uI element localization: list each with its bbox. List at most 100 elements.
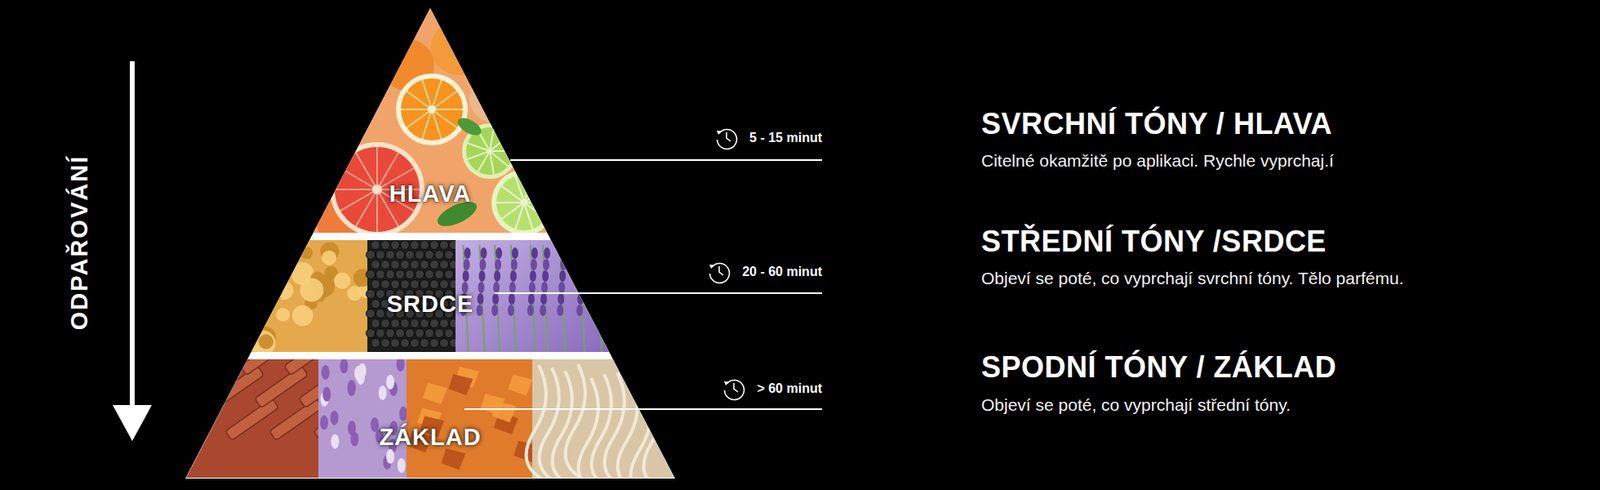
band-art-part: [355, 152, 378, 190]
band-art-part: [366, 328, 376, 338]
band-art-part: [415, 270, 425, 280]
band-art-part: [540, 293, 547, 305]
band-art-part: [467, 151, 490, 160]
leader-line: [464, 408, 823, 410]
band-art-part: [430, 240, 440, 250]
clock-hands: [719, 266, 724, 276]
band-art-part: [508, 293, 516, 305]
band-art-part: [576, 304, 583, 316]
band-art-part: [435, 328, 445, 338]
band-art-part: [496, 201, 525, 204]
arrow-head: [112, 404, 152, 441]
band-art-part: [321, 364, 330, 380]
band-art-part: [386, 374, 395, 390]
band-art-part: [366, 270, 376, 280]
band-art-part: [440, 260, 449, 270]
band-art-part: [420, 280, 430, 289]
band-art-part: [366, 309, 376, 319]
band-art-part: [376, 328, 386, 338]
band-art-part: [431, 109, 442, 139]
band-art-part: [340, 189, 378, 211]
band-art-part: [559, 270, 566, 282]
clock-icon: [714, 125, 739, 151]
band-art-part: [489, 135, 508, 152]
band-art-part: [495, 247, 503, 259]
band-art-part: [526, 364, 547, 478]
band-art-part: [431, 108, 463, 111]
band-art-part: [543, 247, 551, 259]
note-heading: SVRCHNÍ TÓNY / HLAVA: [981, 106, 1333, 141]
band-art-part: [405, 270, 415, 280]
pyramid-band: HLAVA: [313, 8, 547, 233]
band-art-part: [400, 319, 410, 329]
band-art-part: [565, 364, 586, 478]
band-art-part: [334, 188, 378, 191]
band-art-part: [577, 293, 584, 305]
band-art-part: [444, 270, 454, 280]
band-art-part: [595, 270, 603, 282]
band-art-part: [440, 338, 449, 348]
band-art-part: [381, 260, 391, 270]
band-art-part: [410, 338, 420, 348]
band-art-part: [399, 406, 408, 422]
band-art-part: [422, 80, 432, 110]
duration-label: > 60 minut: [756, 381, 823, 396]
band-art-part: [507, 374, 533, 396]
clock-arrow: [709, 264, 716, 269]
band-art-part: [493, 270, 501, 282]
note-body: Citelné okamžitě po aplikaci. Rychle vyp…: [981, 151, 1334, 171]
leader-line: [510, 159, 823, 161]
band-label: HLAVA: [313, 180, 547, 208]
band-art-part: [406, 359, 536, 478]
band-art-part: [530, 258, 538, 271]
band-art-part: [400, 240, 410, 250]
band-art-part: [371, 319, 381, 329]
band-art-part: [527, 304, 534, 316]
band-art-part: [596, 258, 604, 271]
band-art-part: [395, 328, 405, 338]
band-art-part: [425, 250, 435, 260]
band-illustration: [186, 359, 675, 478]
band-art-part: [528, 293, 535, 305]
band-art-part: [494, 258, 502, 271]
band-art-part: [400, 280, 410, 289]
band-art-part: [386, 328, 396, 338]
band-art-part: [595, 281, 602, 294]
band-art-part: [405, 328, 415, 338]
band-art: [313, 8, 547, 233]
band-art-part: [410, 319, 420, 329]
band-art-part: [489, 150, 514, 152]
band-art-part: [515, 176, 525, 203]
band-art-part: [275, 307, 290, 322]
band-art-part: [410, 280, 420, 289]
band-art-part: [425, 270, 435, 280]
band-art-part: [378, 385, 387, 400]
band-art-part: [524, 201, 547, 204]
band-art-part: [524, 202, 534, 229]
band-art-part: [480, 258, 487, 271]
band-art-part: [539, 368, 560, 478]
band-art-part: [376, 146, 378, 190]
band-art-part: [427, 105, 436, 114]
band-art-part: [391, 319, 400, 329]
band-art-part: [420, 260, 430, 270]
band-art-part: [455, 240, 609, 352]
band-art-part: [593, 304, 600, 316]
band-art-part: [578, 377, 599, 478]
time-row: 20 - 60 minut: [706, 257, 823, 286]
clock-arrow: [716, 130, 723, 135]
band-art-part: [507, 304, 515, 316]
band-art-part: [431, 91, 458, 110]
band-art-part: [391, 260, 400, 270]
band-art-part: [292, 305, 314, 327]
band-art-part: [406, 109, 432, 128]
band-art-part: [510, 270, 517, 282]
band-art-part: [560, 247, 568, 259]
band-art-part: [381, 240, 391, 250]
band-art-part: [371, 338, 381, 348]
band-art-part: [376, 289, 386, 299]
band-art-part: [347, 420, 356, 436]
band-art-part: [444, 250, 454, 260]
